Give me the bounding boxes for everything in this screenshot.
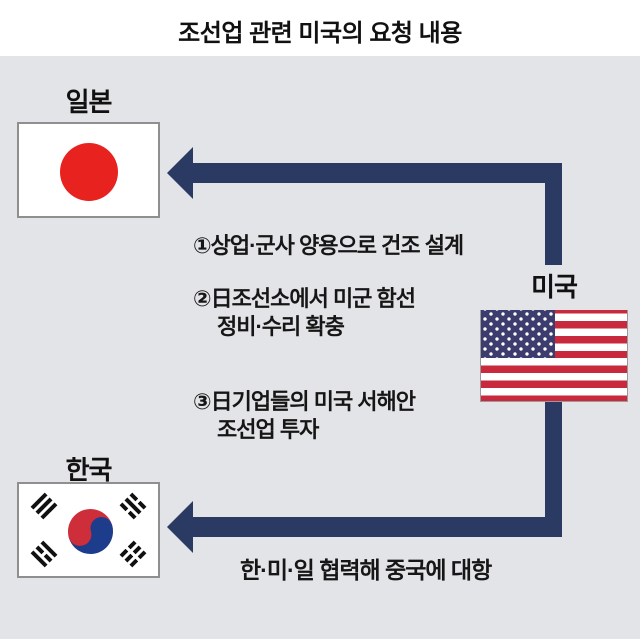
header-band: [0, 0, 640, 56]
request-item-line: 정비·수리 확충: [217, 314, 345, 339]
request-item-2: ②日조선소에서 미군 함선 정비·수리 확충: [193, 285, 416, 341]
us-flag-icon: [480, 305, 628, 402]
request-item-line: ①상업·군사 양용으로 건조 설계: [193, 233, 464, 258]
request-item-line: 조선업 투자: [217, 417, 319, 442]
trigram-ri: [30, 540, 58, 568]
request-item-line: ③日기업들의 미국 서해안: [193, 389, 416, 414]
page-title: 조선업 관련 미국의 요청 내용: [178, 20, 462, 47]
korea-flag-icon: [17, 482, 160, 578]
request-item-3: ③日기업들의 미국 서해안 조선업 투자: [193, 388, 416, 444]
taegeuk-symbol: [62, 503, 119, 560]
trigram-geon: [30, 492, 58, 520]
usa-label: 미국: [480, 265, 628, 310]
arrowhead-left-icon: [167, 147, 193, 199]
japan-flag-icon: [17, 122, 160, 218]
us-flag-canton: [481, 306, 555, 358]
japan-label: 일본: [65, 87, 113, 117]
bottom-caption: 한·미·일 협력해 중국에 대항: [240, 557, 492, 583]
japan-sun-disc: [60, 143, 118, 201]
arrowhead-left-icon: [167, 501, 193, 553]
request-item-1: ①상업·군사 양용으로 건조 설계: [193, 232, 464, 260]
request-item-line: ②日조선소에서 미군 함선: [193, 286, 416, 311]
arrow-top-shaft: [190, 163, 562, 183]
korea-label: 한국: [65, 455, 113, 485]
arrow-bottom-shaft: [190, 517, 562, 537]
trigram-gon: [119, 540, 147, 568]
trigram-gam: [119, 492, 147, 520]
